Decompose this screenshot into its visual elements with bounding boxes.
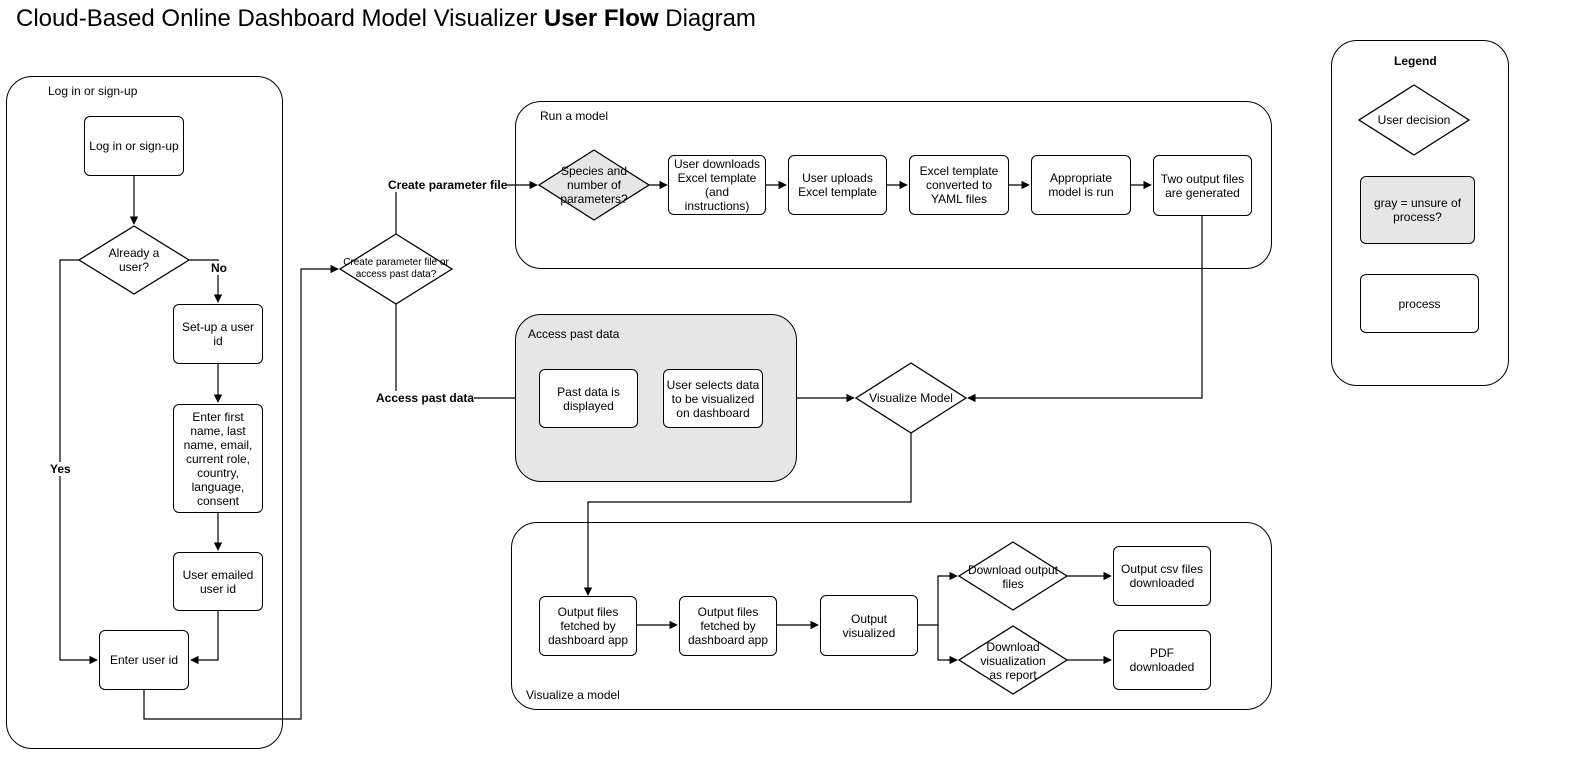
legend-decision-text: User decision xyxy=(1377,113,1451,127)
node-csv-downloaded: Output csv files downloaded xyxy=(1113,546,1211,606)
edge-label-access-past: Access past data xyxy=(376,391,475,405)
node-already-user: Already a user? xyxy=(108,246,160,274)
node-download-output: Download output files xyxy=(967,563,1059,591)
node-login-signup: Log in or sign-up xyxy=(84,116,184,176)
decision-species-shape xyxy=(537,149,651,221)
edge-visualize-to-fetched xyxy=(583,433,912,596)
node-two-outputs: Two output files are generated xyxy=(1153,155,1252,216)
legend-title: Legend xyxy=(1394,54,1437,68)
node-pdf-downloaded: PDF downloaded xyxy=(1113,630,1211,690)
edge-visualized-split-2 xyxy=(937,625,958,665)
node-model-run: Appropriate model is run xyxy=(1031,155,1131,215)
group-run-model-label: Run a model xyxy=(540,109,609,123)
node-excel-converted: Excel template converted to YAML files xyxy=(909,155,1009,215)
legend-decision-shape xyxy=(1357,84,1471,156)
node-enter-details: Enter first name, last name, email, curr… xyxy=(173,404,263,513)
node-user-emailed: User emailed user id xyxy=(173,552,263,611)
node-species-params: Species and number of parameters? xyxy=(560,164,628,206)
node-past-displayed: Past data is displayed xyxy=(539,369,638,428)
decision-already-user-shape xyxy=(77,225,191,295)
node-user-uploads: User uploads Excel template xyxy=(788,155,887,215)
edge-access-past xyxy=(395,304,516,399)
edge-yes xyxy=(59,259,98,665)
group-visualize-model-label: Visualize a model xyxy=(526,688,620,702)
decision-download-viz-shape xyxy=(957,625,1069,695)
edge-label-yes: Yes xyxy=(50,462,71,476)
edge-enter-to-decision xyxy=(143,264,339,720)
edge-visualized-split xyxy=(918,571,958,626)
node-output-visualized: Output visualized xyxy=(820,595,918,656)
group-visualize-model xyxy=(511,522,1272,710)
group-login xyxy=(6,76,283,749)
legend-process-box: process xyxy=(1360,274,1479,333)
node-setup-user-id: Set-up a user id xyxy=(173,304,263,364)
legend-gray-box: gray = unsure of process? xyxy=(1360,176,1475,244)
node-create-or-access: Create parameter file or access past dat… xyxy=(343,257,449,280)
edge-emailed-to-enter xyxy=(190,611,219,665)
group-access-past-data-label: Access past data xyxy=(528,327,620,341)
edge-no xyxy=(189,259,223,303)
page-title: Cloud-Based Online Dashboard Model Visua… xyxy=(16,5,756,32)
edge-outputs-to-visualize xyxy=(967,216,1203,403)
group-login-label: Log in or sign-up xyxy=(48,84,138,98)
node-fetched-2: Output files fetched by dashboard app xyxy=(679,596,777,656)
node-user-selects: User selects data to be visualized on da… xyxy=(663,369,763,428)
node-fetched-1: Output files fetched by dashboard app xyxy=(539,596,637,656)
edge-label-no: No xyxy=(211,261,227,275)
node-enter-user-id: Enter user id xyxy=(99,630,189,690)
decision-download-output-shape xyxy=(957,541,1069,611)
node-user-downloads: User downloads Excel template (and instr… xyxy=(668,155,766,215)
group-run-model xyxy=(515,101,1272,269)
edge-label-create-param: Create parameter file xyxy=(388,178,508,192)
legend-panel xyxy=(1331,40,1509,386)
node-download-viz: Download visualization as report xyxy=(980,640,1046,682)
node-visualize-model: Visualize Model xyxy=(869,391,953,405)
